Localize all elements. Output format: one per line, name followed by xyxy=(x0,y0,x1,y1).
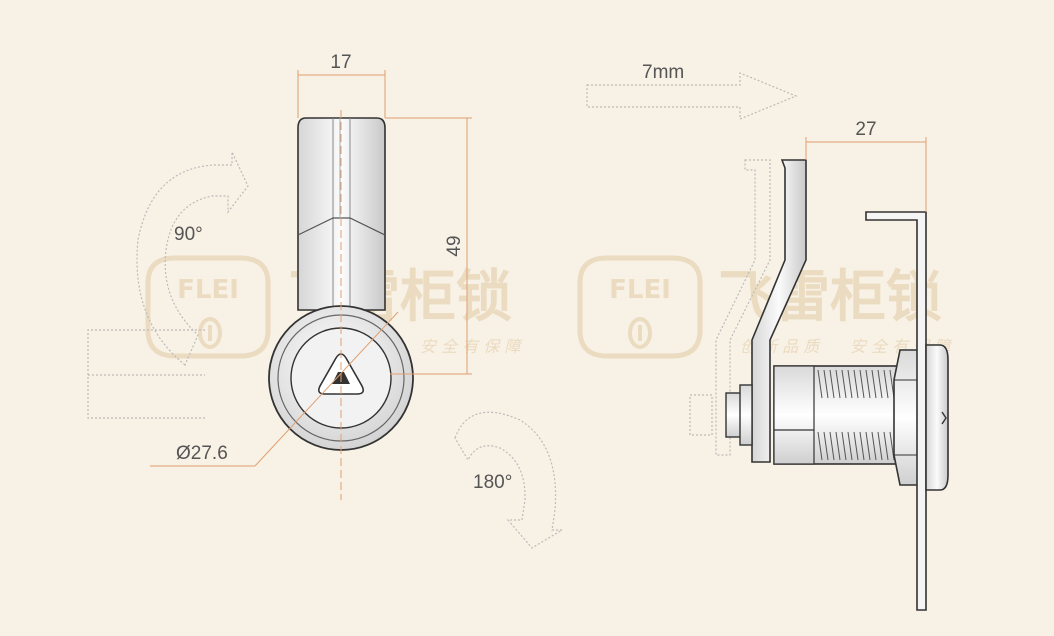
thread-line xyxy=(859,369,865,399)
slogan-left-2: 安 全 有 保 障 xyxy=(420,337,522,356)
thread-line xyxy=(853,369,859,399)
rotation-label-90: 90° xyxy=(174,224,203,245)
thread-line xyxy=(823,431,829,461)
thread-line xyxy=(823,369,829,399)
thread-line xyxy=(847,369,853,399)
thread-line xyxy=(817,431,823,461)
watermark: FLEI 飞雷柜锁 创 新 品 质 安 全 有 保 障 FLEI 飞雷柜锁 创 … xyxy=(145,255,952,359)
dimension-height-label: 49 xyxy=(444,235,465,256)
dimension-length-label: 27 xyxy=(855,119,876,140)
dimension-width-label: 17 xyxy=(330,52,351,73)
brand-chinese-right: 飞雷柜锁 xyxy=(718,265,942,330)
thread-line xyxy=(883,431,889,461)
thread-line xyxy=(871,431,877,461)
thread-line xyxy=(847,431,853,461)
side-view: 7mm 27 xyxy=(586,62,949,611)
brand-logo-right: FLEI xyxy=(577,255,703,359)
rotation-label-180: 180° xyxy=(473,472,512,493)
thread-line xyxy=(835,369,841,399)
thread-line xyxy=(853,431,859,461)
dimension-diameter-label: Ø27.6 xyxy=(176,443,228,464)
lock-head xyxy=(925,344,949,491)
thread-line xyxy=(871,369,877,399)
thread-line xyxy=(841,369,847,399)
thread-line xyxy=(859,431,865,461)
thread-line xyxy=(877,431,883,461)
rotation-arrow-90 xyxy=(136,151,249,366)
thread-line xyxy=(865,431,871,461)
dimension-width: 17 xyxy=(297,52,386,118)
dimension-diameter: Ø27.6 xyxy=(150,311,399,467)
thread-line xyxy=(829,369,835,399)
dimension-length: 27 xyxy=(805,119,927,212)
dimension-height: 49 xyxy=(385,117,472,375)
thread-line xyxy=(835,431,841,461)
thread-line xyxy=(829,431,835,461)
thread-line xyxy=(883,369,889,399)
offset-arrow xyxy=(586,72,798,120)
ghost-cam-offset xyxy=(715,159,771,456)
thread-line xyxy=(841,431,847,461)
threaded-body xyxy=(773,365,901,465)
offset-label: 7mm xyxy=(642,62,684,83)
brand-text-right: FLEI xyxy=(609,275,671,305)
thread-line xyxy=(865,369,871,399)
thread-line xyxy=(877,369,883,399)
front-view: 90° 180° 17 xyxy=(87,52,565,549)
thread-line xyxy=(817,369,823,399)
brand-logo-left: FLEI xyxy=(145,255,271,359)
rotated-cam-ghost xyxy=(87,329,205,419)
rotation-arrow-180 xyxy=(454,411,565,549)
side-cam-plate xyxy=(751,159,807,463)
brand-text-left: FLEI xyxy=(177,275,239,305)
